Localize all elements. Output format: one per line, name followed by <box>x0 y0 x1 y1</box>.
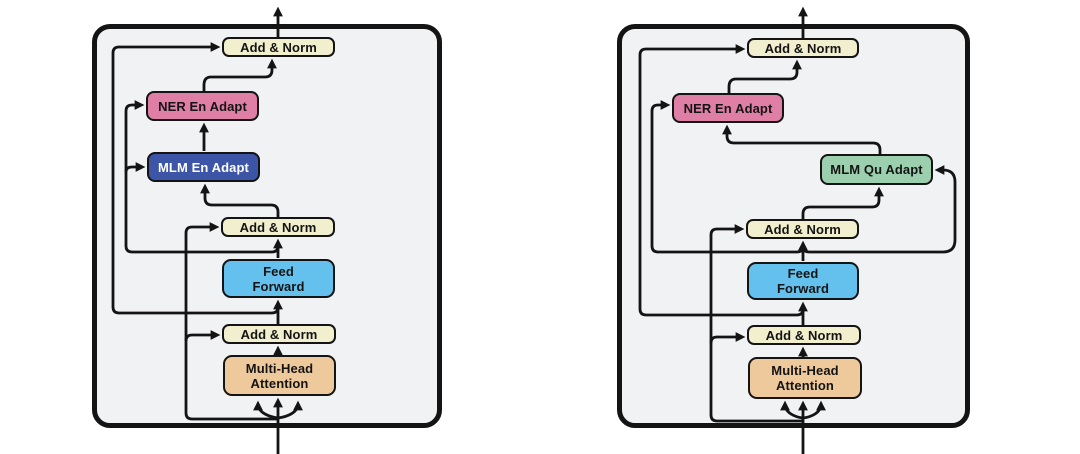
node-label: Add & Norm <box>240 39 317 55</box>
node-label: Add & Norm <box>239 219 317 235</box>
node-mlm-qu-adapt: MLM Qu Adapt <box>820 154 933 185</box>
node-label: MLM Qu Adapt <box>830 162 923 177</box>
node-add-norm-top-left: Add & Norm <box>222 37 335 57</box>
node-label: Add & Norm <box>764 40 842 56</box>
node-label: NER En Adapt <box>683 100 773 116</box>
node-label: Forward <box>777 281 829 296</box>
node-add-norm-mid-right: Add & Norm <box>746 219 859 239</box>
node-add-norm-bottom-right: Add & Norm <box>747 325 861 345</box>
node-feed-forward-right: Feed Forward <box>747 262 859 300</box>
node-add-norm-bottom-left: Add & Norm <box>222 324 336 344</box>
node-multi-head-attention-right: Multi-Head Attention <box>748 357 862 399</box>
node-label: Feed <box>263 263 294 279</box>
node-label: Attention <box>776 378 834 393</box>
node-label: MLM En Adapt <box>158 159 249 175</box>
node-feed-forward-left: Feed Forward <box>222 259 335 298</box>
node-mlm-en-adapt: MLM En Adapt <box>147 152 260 182</box>
node-label: Add & Norm <box>765 327 843 343</box>
node-label: Add & Norm <box>240 326 318 342</box>
node-add-norm-top-right: Add & Norm <box>747 38 859 58</box>
node-label: Feed <box>787 266 819 281</box>
node-add-norm-mid-left: Add & Norm <box>221 217 335 237</box>
node-label: Forward <box>252 278 305 294</box>
node-label: Multi-Head <box>771 363 839 378</box>
node-ner-en-adapt-right: NER En Adapt <box>672 93 784 123</box>
node-label: NER En Adapt <box>158 98 247 114</box>
node-label: Multi-Head <box>245 360 314 376</box>
node-label: Attention <box>250 375 309 391</box>
node-multi-head-attention-left: Multi-Head Attention <box>223 355 336 396</box>
node-ner-en-adapt-left: NER En Adapt <box>146 91 259 121</box>
node-label: Add & Norm <box>764 221 841 237</box>
